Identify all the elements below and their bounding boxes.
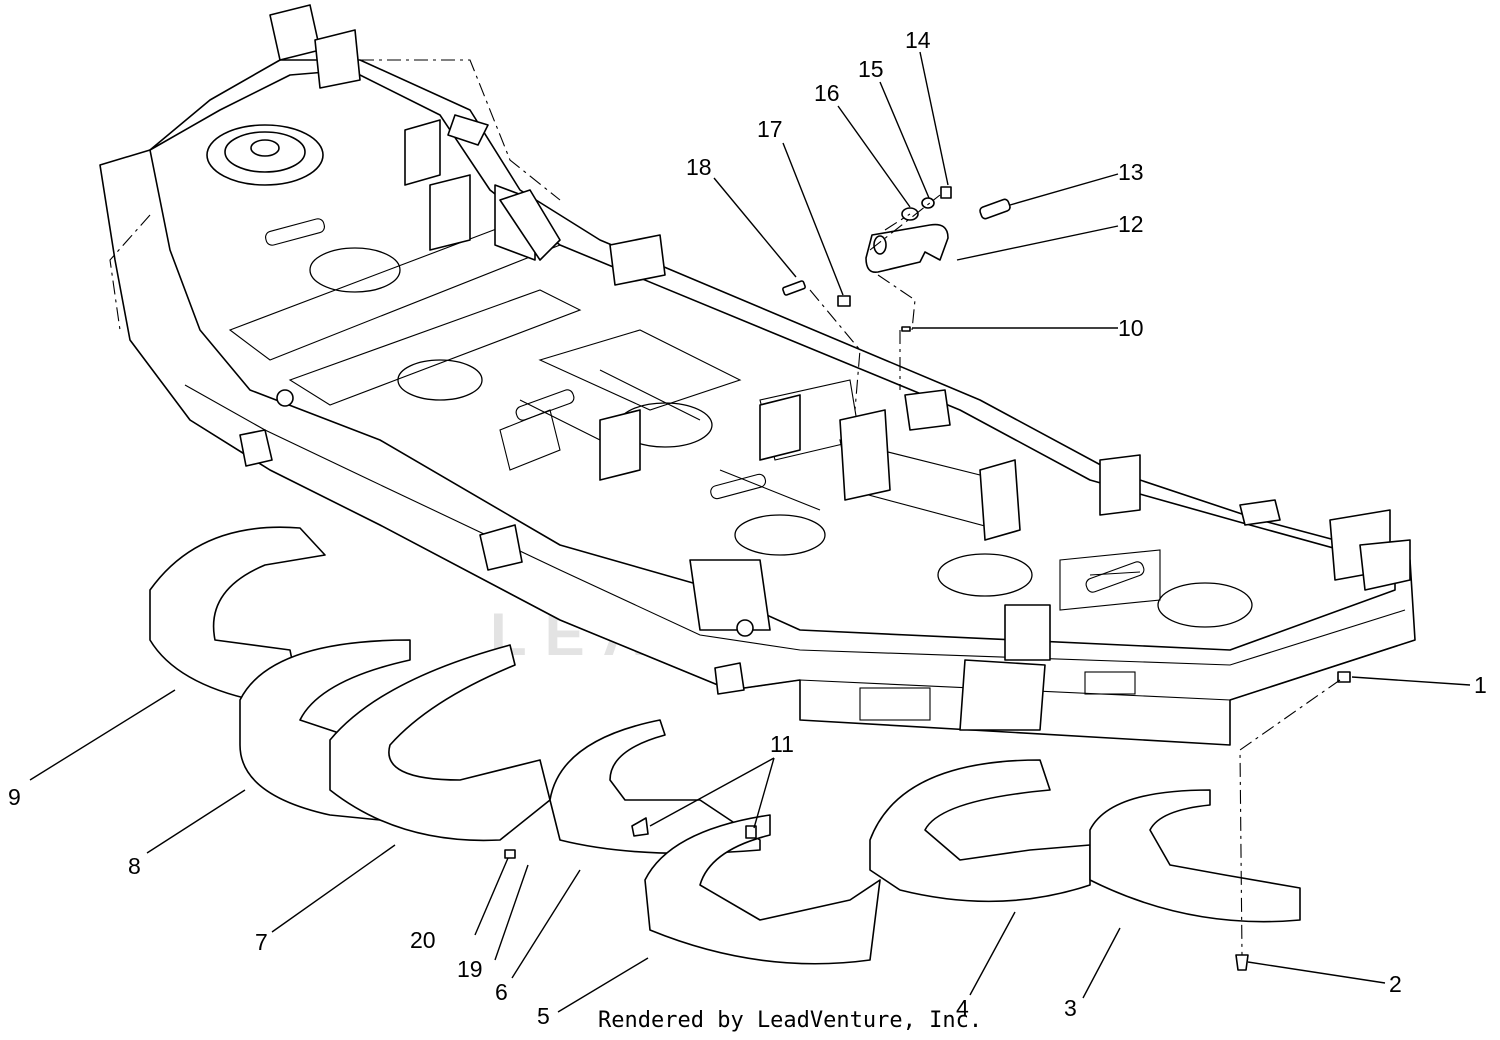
render-credit: Rendered by LeadVenture, Inc. <box>598 1008 982 1033</box>
baffle-3 <box>1089 789 1301 923</box>
callout-15: 15 <box>858 56 884 82</box>
callout-14: 14 <box>905 27 931 53</box>
callout-5: 5 <box>537 1003 550 1029</box>
baffle-8 <box>239 639 411 821</box>
callout-1: 1 <box>1474 672 1487 698</box>
callout-6: 6 <box>495 979 508 1005</box>
callout-8: 8 <box>128 853 141 879</box>
mower-deck <box>99 4 1416 746</box>
callout-3: 3 <box>1064 995 1077 1021</box>
baffle-6 <box>549 719 761 855</box>
callout-18: 18 <box>686 154 712 180</box>
baffle-4 <box>869 759 1091 903</box>
callout-17: 17 <box>757 116 783 142</box>
baffle-5 <box>644 814 881 965</box>
callout-12: 12 <box>1118 211 1144 237</box>
callout-4: 4 <box>956 995 969 1021</box>
callout-9: 9 <box>8 784 21 810</box>
leader-lines <box>29 51 1471 1013</box>
callout-20: 20 <box>410 927 436 953</box>
callout-2: 2 <box>1389 971 1402 997</box>
callout-10: 10 <box>1118 315 1144 341</box>
height-adjust-hardware <box>782 186 1011 411</box>
callout-labels: 1 2 3 4 5 6 7 8 9 10 11 12 13 14 15 16 1… <box>8 27 1487 1029</box>
baffle-9 <box>149 526 326 706</box>
callout-16: 16 <box>814 80 840 106</box>
callout-11: 11 <box>770 731 794 757</box>
callout-19: 19 <box>457 956 483 982</box>
baffle-7 <box>329 644 551 842</box>
baffles <box>149 526 1351 971</box>
callout-7: 7 <box>255 929 268 955</box>
callout-13: 13 <box>1118 159 1144 185</box>
